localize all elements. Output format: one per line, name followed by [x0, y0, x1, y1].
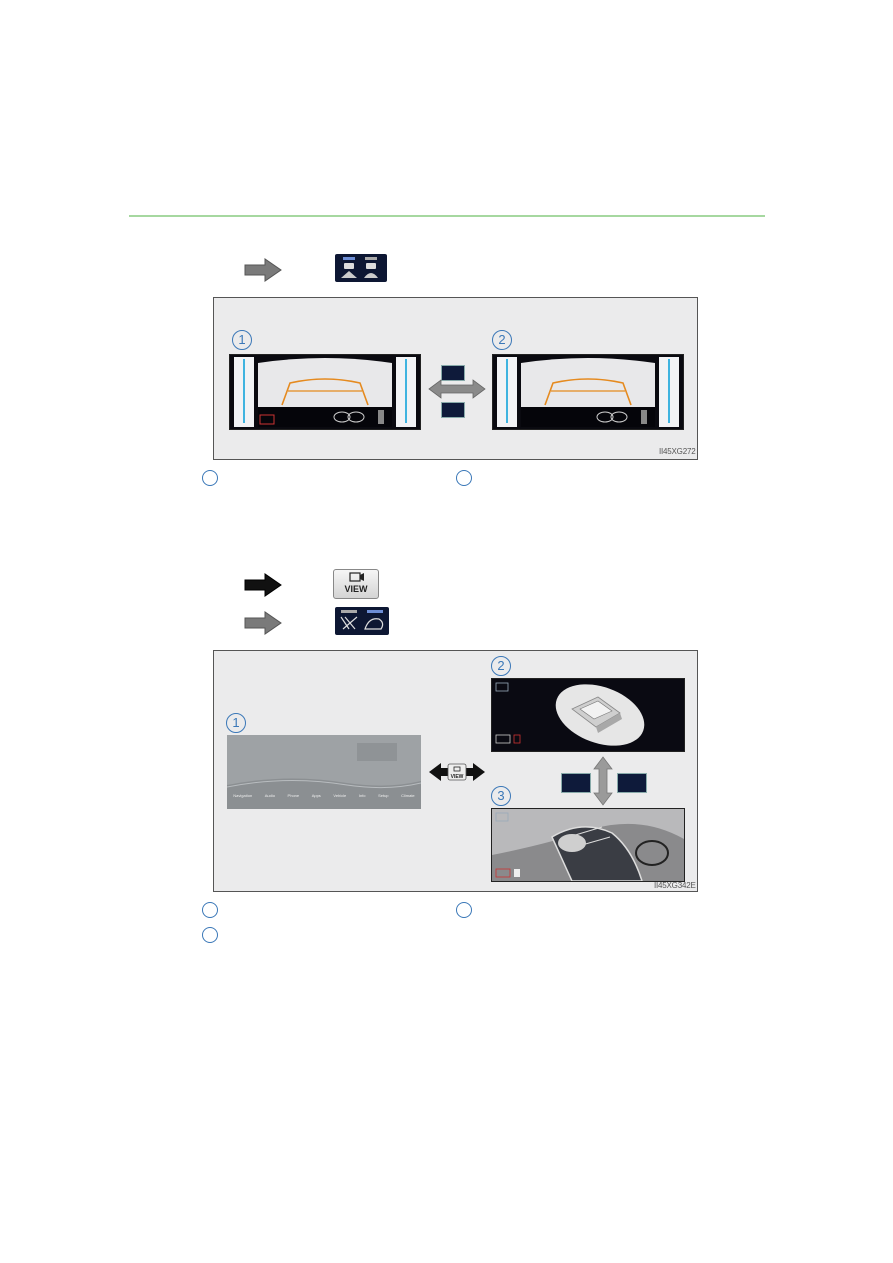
gray-arrow-icon	[244, 611, 282, 635]
panoramic-view-switch-icon[interactable]	[335, 607, 389, 635]
menu-item-phone[interactable]: Phone	[287, 793, 300, 798]
rear-camera-screen	[229, 354, 421, 430]
panoramic-vehicle-screen	[491, 678, 685, 752]
mini-view-label: VIEW	[451, 774, 464, 780]
moving-view-icon	[561, 773, 591, 793]
see-through-view-screen	[491, 808, 685, 882]
figure-code: II45XG342E	[654, 881, 696, 890]
legend-callout-1	[202, 470, 218, 486]
callout-number: 2	[492, 330, 512, 350]
menu-item-setup[interactable]: Setup	[378, 793, 389, 798]
rear-camera-screen	[492, 354, 684, 430]
callout-number: 1	[226, 713, 246, 733]
cabin-view-icon	[617, 773, 647, 793]
menu-item-navigation[interactable]: Navigation	[233, 793, 253, 798]
top-view-icon	[441, 365, 465, 381]
view-button-label: VIEW	[344, 584, 368, 594]
menu-item-vehicle[interactable]: Vehicle	[333, 793, 347, 798]
menu-item-climate[interactable]: Climate	[401, 793, 415, 798]
section-divider	[129, 215, 765, 217]
camera-icon	[349, 572, 364, 582]
figure-panel-panoramic-view: 1 2 3 Navigation Audio Phone Apps Vehicl…	[213, 650, 698, 892]
wide-view-icon	[441, 402, 465, 418]
gray-arrow-icon	[244, 258, 282, 282]
double-arrow-icon	[428, 379, 486, 399]
callout-number: 3	[491, 786, 511, 806]
black-arrow-icon	[244, 573, 282, 597]
figure-code: II45XG272	[659, 447, 696, 456]
menu-item-apps[interactable]: Apps	[311, 793, 321, 798]
legend-callout-2	[456, 470, 472, 486]
legend-callout-2	[456, 902, 472, 918]
double-arrow-icon: VIEW	[429, 763, 485, 781]
menu-item-info[interactable]: Info	[358, 793, 366, 798]
home-menu-screen: Navigation Audio Phone Apps Vehicle Info…	[227, 735, 421, 809]
legend-callout-1	[202, 902, 218, 918]
legend-callout-3	[202, 927, 218, 943]
callout-number: 1	[232, 330, 252, 350]
camera-angle-switch-icon[interactable]	[335, 254, 387, 282]
menu-item-audio[interactable]: Audio	[264, 793, 275, 798]
home-menu-bar: Navigation Audio Phone Apps Vehicle Info…	[227, 793, 421, 798]
vertical-double-arrow-icon	[593, 756, 613, 806]
view-button[interactable]: VIEW	[333, 569, 379, 599]
figure-panel-camera-view: 1 2	[213, 297, 698, 460]
callout-number: 2	[491, 656, 511, 676]
